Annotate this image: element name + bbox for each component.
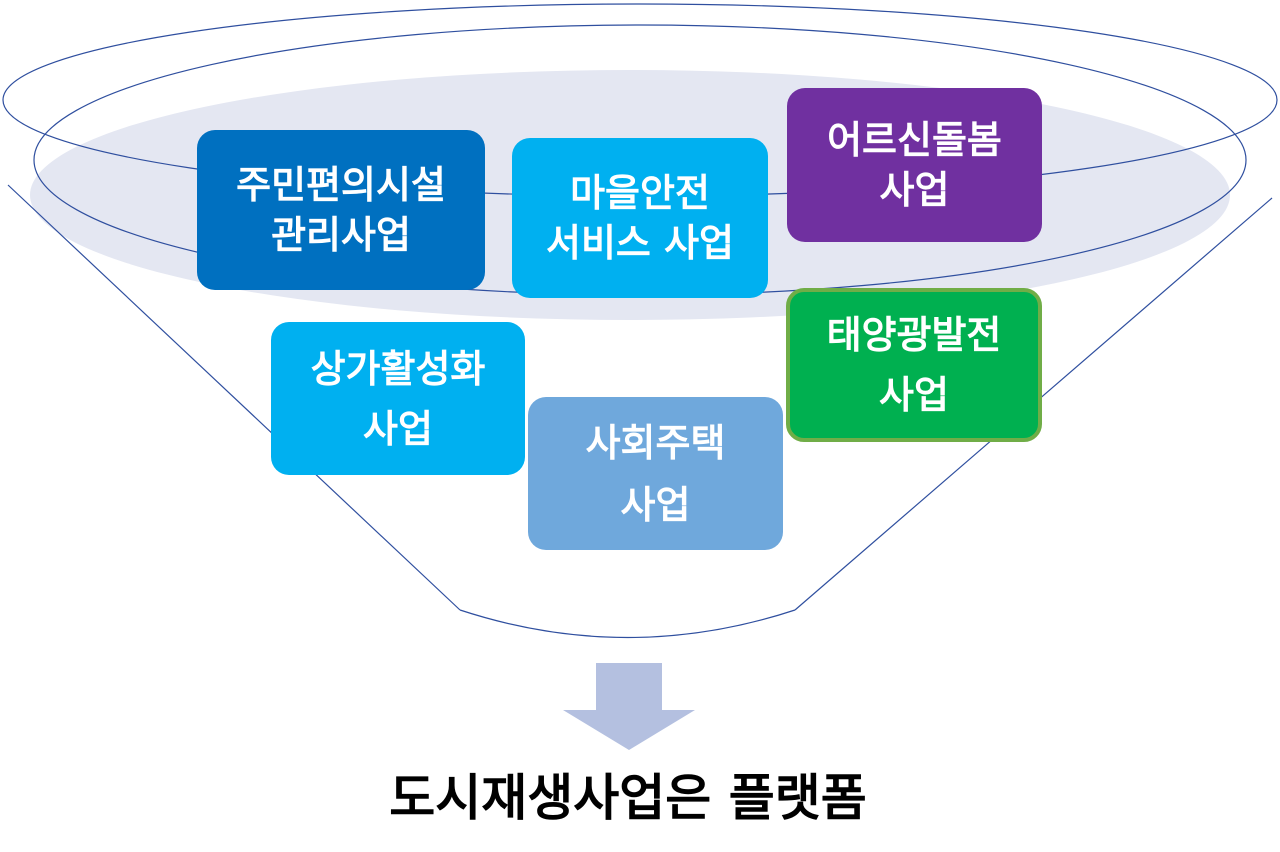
box-commerce-revitalization: 상가활성화 사업 [271,322,525,475]
box-text-line2: 사업 [879,168,950,212]
box-social-housing: 사회주택 사업 [528,397,783,550]
box-text-line1: 어르신돌봄 [827,118,1002,162]
box-text-line1: 상가활성화 [310,346,486,391]
box-text-line2: 사업 [620,482,691,527]
box-village-safety: 마을안전 서비스 사업 [512,138,768,298]
box-text-line2: 사업 [879,373,949,417]
funnel-left-side [7,184,461,611]
box-text-line1: 주민편의시설 [236,163,446,207]
box-solar-power: 태양광발전 사업 [786,288,1042,442]
box-text-line1: 마을안전 [570,171,710,215]
box-text-line2: 서비스 사업 [545,221,735,265]
box-text-line1: 태양광발전 [826,313,1002,357]
down-arrow [563,663,695,750]
funnel-bottom [459,609,796,639]
box-resident-facility: 주민편의시설 관리사업 [197,130,485,290]
box-text-line2: 관리사업 [271,213,411,257]
conclusion-title: 도시재생사업은 플랫폼 [389,769,867,827]
box-elderly-care: 어르신돌봄 사업 [787,88,1042,242]
box-text-line1: 사회주택 [585,420,726,465]
box-text-line2: 사업 [363,406,433,451]
